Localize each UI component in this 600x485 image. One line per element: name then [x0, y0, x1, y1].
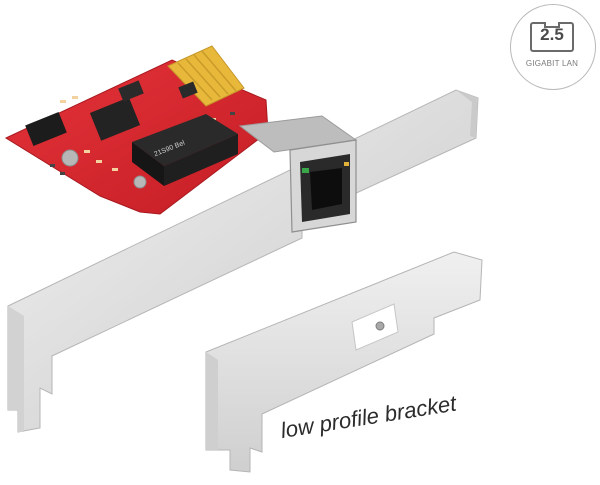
network-card-pcb [4, 45, 269, 215]
low-profile-bracket [205, 251, 483, 473]
magnetics-chip: 21S90 Bel [132, 114, 238, 186]
badge-label: GIGABIT LAN [525, 59, 579, 68]
full-height-bracket [7, 89, 479, 433]
ethernet-port-icon [530, 22, 574, 52]
rj45-port [238, 115, 358, 233]
link-led-icon [302, 168, 309, 173]
gigabit-lan-badge: 2.5 GIGABIT LAN [510, 4, 596, 90]
speed-label: 2.5 [540, 25, 564, 44]
